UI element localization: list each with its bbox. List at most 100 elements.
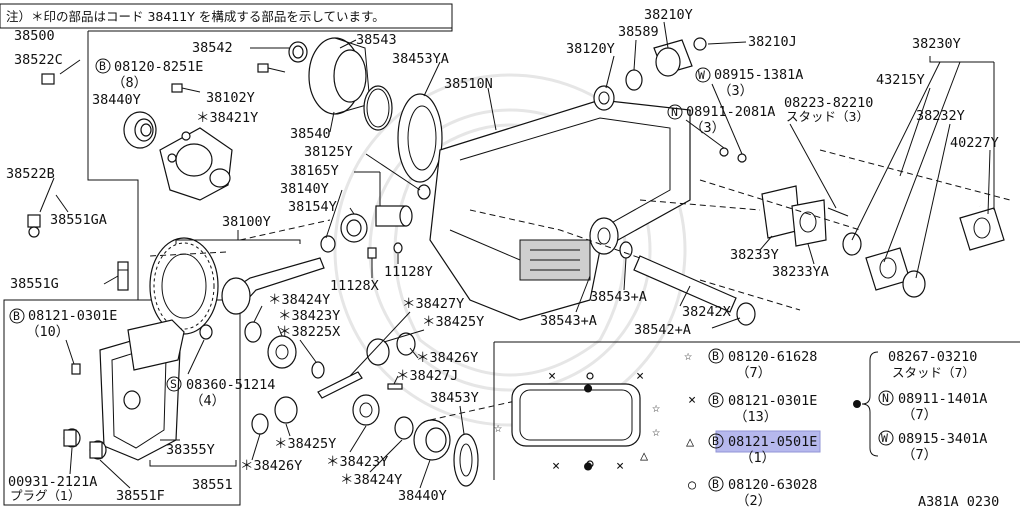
label-38551F: 38551F <box>116 488 165 504</box>
bolt-08121-0301E <box>71 363 81 375</box>
pinion-shaft-38427Y <box>317 371 363 399</box>
inset-symbols: ☆ ☆ ☆ × × × × △ ● ● <box>494 368 660 474</box>
legend-triangle-symbol: △ <box>686 434 695 450</box>
watermark-emblem <box>333 73 687 427</box>
legend-cross-symbol: × <box>688 392 696 408</box>
seal-ring-38232Y-b <box>902 270 926 298</box>
label-38542A: 38542+A <box>634 322 691 338</box>
washer-38424Y-a <box>244 321 262 343</box>
plug-00931-2121A <box>63 428 81 448</box>
leader-lines <box>65 21 995 489</box>
label-38522C: 38522C <box>14 52 63 68</box>
inset-star-right-1: ☆ <box>652 400 660 416</box>
label-38427J: ＊38427J <box>396 368 458 384</box>
bolt-11128X <box>367 247 377 259</box>
washer-11128Y <box>393 242 403 254</box>
legend-bolt-icon-3 <box>708 433 724 449</box>
o-ring-38543 <box>363 85 393 131</box>
side-gear-38423Y-a <box>267 335 297 369</box>
legend-08911-1401A: 08911-1401A <box>898 391 987 407</box>
note-box <box>0 3 453 29</box>
label-38242X: 38242X <box>682 304 731 320</box>
legend-08267-03210: 08267-03210 <box>888 349 977 365</box>
label-38423Y-b: ＊38423Y <box>326 454 388 470</box>
label-38543: 38543 <box>356 32 397 48</box>
legend-prefix-b-4: B <box>712 477 719 491</box>
legend-08121-0301E-qty: （13） <box>734 409 777 425</box>
gasket-38453YA <box>397 93 443 183</box>
prefix-s: S <box>170 377 177 391</box>
label-38551GA: 38551GA <box>50 212 107 228</box>
ring-gear <box>149 237 219 335</box>
legend-08120-63028: 08120-63028 <box>728 477 817 493</box>
label-00931-2121A: 00931-2121A <box>8 474 97 490</box>
inset-triangle: △ <box>640 448 649 464</box>
pinion-mate-38425Y-b <box>274 396 298 424</box>
o-ring-38543A <box>619 241 633 259</box>
label-38543A-2: 38543+A <box>540 313 597 329</box>
label-38230Y: 38230Y <box>912 36 961 52</box>
label-08121-0301E-qty: （10） <box>26 324 69 340</box>
prefix-n: N <box>671 105 678 119</box>
side-flange-right <box>589 217 619 255</box>
side-bearing-top <box>123 111 157 149</box>
legend-08121-0501E: 08121-0501E <box>728 434 817 450</box>
label-38500: 38500 <box>14 28 55 44</box>
oil-seal-38542 <box>288 41 308 63</box>
breather-hose <box>27 66 61 238</box>
inset-dot-1: ● <box>584 380 593 396</box>
spacer-38165Y <box>375 205 413 227</box>
bearing-40227Y <box>959 207 1005 251</box>
tube-38242X <box>633 255 737 313</box>
breather-plug <box>103 261 129 291</box>
nut-prefix-icon <box>667 104 683 120</box>
side-retainer-38540 <box>308 37 371 115</box>
label-38453Y: 38453Y <box>430 390 479 406</box>
label-38440Y-bot: 38440Y <box>398 488 447 504</box>
legend-08121-0301E: 08121-0301E <box>728 393 817 409</box>
label-38125Y: 38125Y <box>304 144 353 160</box>
label-38540: 38540 <box>290 126 331 142</box>
inset-cross-3: × <box>552 458 560 474</box>
legend-08120-63028-qty: （2） <box>736 493 771 509</box>
prefix-b-2: B <box>13 309 20 323</box>
fastener-legend: ☆ B 08120-61628 （7） × B 08121-0301E （13）… <box>684 348 987 509</box>
label-08360-51214: 08360-51214 <box>186 377 275 393</box>
label-38425Y-a: ＊38425Y <box>422 314 484 330</box>
label-38453YA: 38453YA <box>392 51 449 67</box>
legend-washer-icon <box>878 430 894 446</box>
washer-08915-1381A <box>737 153 747 163</box>
bolt-08120-8251E <box>257 63 286 73</box>
label-38425Y-b: ＊38425Y <box>274 436 336 452</box>
plug-38551F <box>89 440 107 460</box>
label-38551G: 38551G <box>10 276 59 292</box>
label-08915-1381A: 08915-1381A <box>714 67 803 83</box>
bolt-prefix-icon-2 <box>9 308 25 324</box>
label-38210Y: 38210Y <box>644 7 693 23</box>
axle-shaft-43215Y <box>849 159 981 209</box>
label-38154Y: 38154Y <box>288 199 337 215</box>
inset-star-right-2: ☆ <box>652 424 660 440</box>
side-bearing-bottom <box>413 419 451 461</box>
label-38232Y: 38232Y <box>916 108 965 124</box>
thrust-washer-38426Y-a <box>396 332 416 356</box>
legend-stud-7: スタッド（7） <box>892 365 975 380</box>
inset-cross-2: × <box>636 368 644 384</box>
lock-pin-38427J <box>387 383 403 390</box>
legend-circle-symbol: ○ <box>688 477 697 493</box>
bolt-prefix-icon <box>95 58 111 74</box>
legend-08120-61628: 08120-61628 <box>728 349 817 365</box>
label-08121-0301E: 08121-0301E <box>28 308 117 324</box>
nut-08911-2081A <box>719 147 729 157</box>
bearing-38120Y <box>593 85 615 111</box>
label-11128Y: 11128Y <box>384 264 433 280</box>
legend-star-symbol: ☆ <box>684 348 692 364</box>
label-38543A-1: 38543+A <box>590 289 647 305</box>
top-frame-line <box>88 28 453 32</box>
part-labels: 38500 38522C 38522B 38551GA 38551G 38542… <box>6 7 999 504</box>
label-stud-3: スタッド（3） <box>786 109 869 124</box>
stud-08223-82210 <box>827 207 849 217</box>
legend-bolt-icon-4 <box>708 476 724 492</box>
legend-prefix-b-2: B <box>712 393 719 407</box>
